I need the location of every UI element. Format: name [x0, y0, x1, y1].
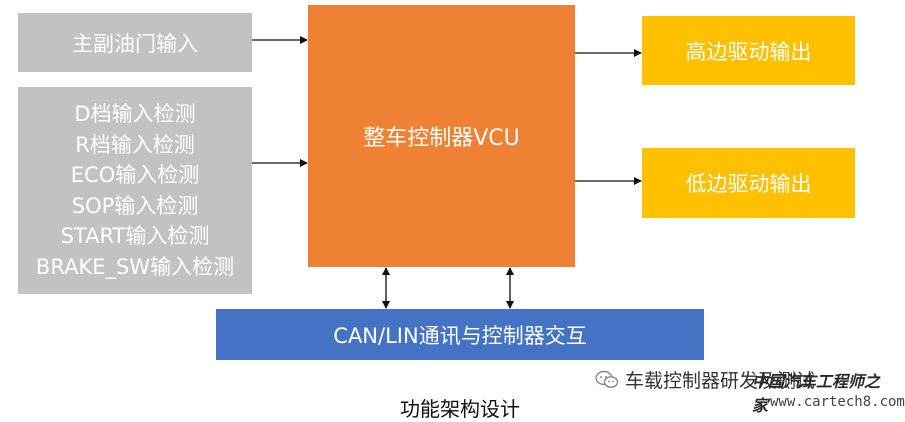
wechat-icon: [595, 370, 619, 388]
can-lin-bus-label: CAN/LIN通讯与控制器交互: [333, 323, 587, 348]
wechat-badge: 车载控制器研发及测试: [595, 366, 815, 393]
high-side-output-box: 高边驱动输出: [642, 16, 855, 85]
switch-input-sop: SOP输入检测: [71, 193, 199, 218]
switch-input-d: D档输入检测: [74, 102, 196, 126]
low-side-output-label: 低边驱动输出: [685, 172, 812, 196]
switch-input-r: R档输入检测: [75, 132, 195, 157]
diagram-caption: 功能架构设计: [400, 397, 520, 421]
can-lin-bus-box: CAN/LIN通讯与控制器交互: [216, 309, 704, 360]
switch-input-eco: ECO输入检测: [70, 163, 200, 187]
site-watermark-url: www.cartech8.com: [770, 394, 905, 410]
throttle-input-label: 主副油门输入: [72, 31, 198, 56]
switch-input-brake: BRAKE_SW输入检测: [35, 254, 235, 279]
site-watermark-cn: 中国汽车工程师之家: [752, 372, 881, 415]
switch-inputs-box: D档输入检测 R档输入检测 ECO输入检测 SOP输入检测 START输入检测 …: [18, 87, 252, 294]
vcu-box: 整车控制器VCU: [308, 5, 575, 267]
switch-input-start: START输入检测: [60, 224, 210, 248]
wechat-account-label: 车载控制器研发及测试: [625, 370, 816, 392]
high-side-output-label: 高边驱动输出: [685, 39, 812, 64]
throttle-input-box: 主副油门输入: [18, 13, 252, 72]
low-side-output-box: 低边驱动输出: [642, 148, 855, 218]
vcu-label: 整车控制器VCU: [363, 126, 520, 151]
connector-arrows: [252, 36, 642, 309]
